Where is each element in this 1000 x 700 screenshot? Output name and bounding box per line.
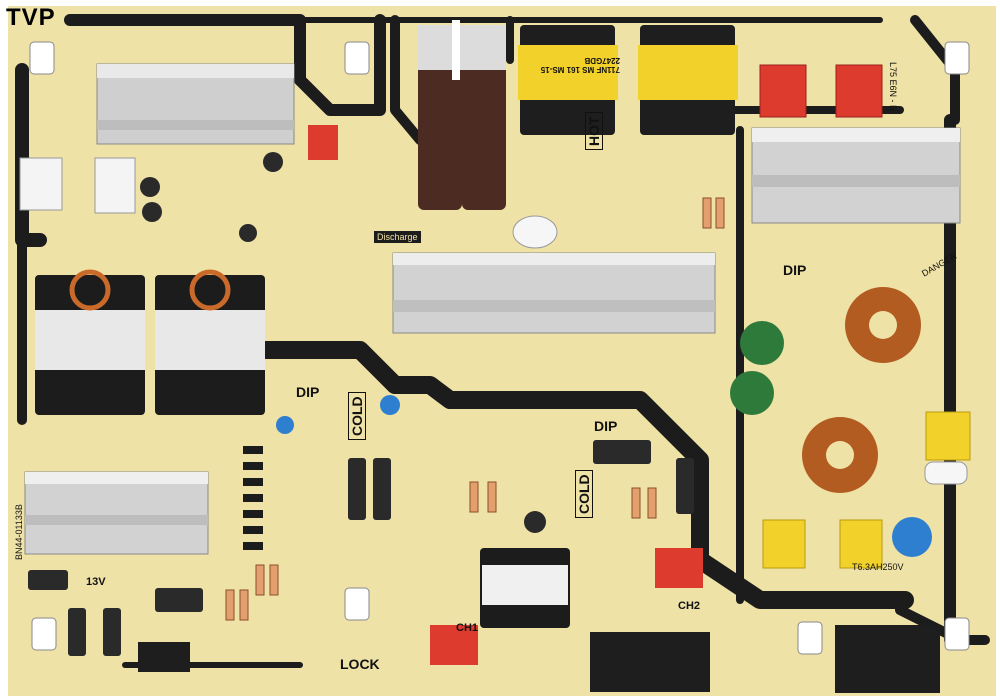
toroid-choke-2 — [802, 417, 878, 493]
white-plug — [512, 215, 558, 249]
diode-array — [243, 446, 263, 550]
transformer-left-1 — [35, 269, 145, 415]
dip-label-left: DIP — [296, 384, 320, 400]
heatsink-center — [392, 252, 716, 334]
red-capacitor — [835, 64, 883, 118]
mounting-holes — [29, 41, 970, 655]
blue-capacitor — [276, 416, 294, 434]
small-capacitors — [28, 152, 694, 656]
yellow-capacitor — [762, 519, 806, 569]
white-plug — [924, 461, 968, 485]
lock-label: LOCK — [340, 656, 380, 672]
transformer-code-label: 711NF MS 161 MS-15 2247GDB — [540, 56, 620, 74]
varistor-green — [740, 321, 784, 365]
transformer-yellow-1 — [518, 25, 618, 135]
connector-block — [19, 157, 63, 211]
heatsink-top-left — [96, 63, 295, 145]
yellow-capacitor — [925, 411, 971, 461]
transformer-yellow-2 — [638, 25, 738, 135]
heatsink-right — [751, 127, 961, 224]
red-capacitor — [759, 64, 807, 118]
ch2-label: CH2 — [678, 600, 701, 612]
board-code-label: L75 E6N - B — [888, 62, 898, 112]
dip-label-mid: DIP — [594, 418, 618, 434]
toroid-choke-1 — [845, 287, 921, 363]
discharge-label: Discharge — [374, 231, 421, 243]
transformer-left-2 — [155, 269, 265, 415]
ch1-label: CH1 — [456, 622, 479, 634]
13v-label: 13V — [86, 576, 106, 588]
fuse-label: T6.3AH250V — [852, 562, 904, 572]
electrolytic-capacitor-pair — [418, 20, 506, 210]
heatsink-bottom-left — [24, 471, 209, 555]
varistor-green — [730, 371, 774, 415]
red-capacitor — [430, 625, 478, 665]
hot-label: HOT — [585, 112, 603, 150]
model-label: BN44-01133B — [14, 504, 24, 560]
connector-block — [94, 157, 136, 214]
small-connector — [138, 642, 190, 672]
cold-label-right: COLD — [575, 470, 593, 518]
resistors — [225, 197, 725, 621]
blue-capacitor — [380, 395, 400, 415]
output-connector — [590, 632, 710, 692]
cold-label-left: COLD — [348, 392, 366, 440]
red-capacitor — [655, 548, 703, 588]
watermark-text: TVP — [6, 4, 56, 31]
yellow-capacitor — [839, 519, 883, 569]
red-capacitor — [308, 125, 338, 160]
dip-label-right: DIP — [783, 262, 807, 278]
small-transformer — [480, 548, 570, 628]
ac-input-connector — [835, 625, 940, 693]
blue-capacitor — [892, 517, 932, 557]
